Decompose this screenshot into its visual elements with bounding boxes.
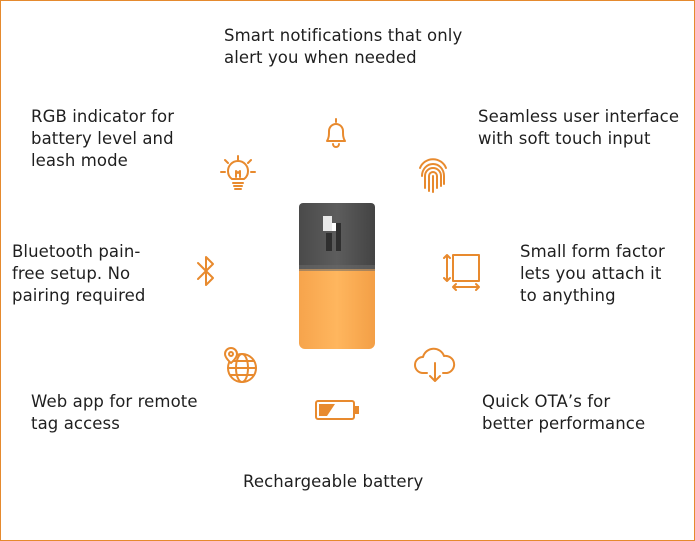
bluetooth-icon — [195, 254, 217, 288]
globe-location-icon — [222, 347, 260, 385]
feature-ota: Quick OTA’s for better performance — [482, 392, 646, 433]
battery-icon — [315, 399, 361, 421]
cloud-download-icon — [413, 347, 457, 383]
feature-bluetooth: Bluetooth pain- free setup. No pairing r… — [12, 242, 146, 305]
feature-notifications: Smart notifications that only alert you … — [224, 26, 463, 67]
feature-web-app: Web app for remote tag access — [31, 392, 198, 433]
feature-rgb-indicator: RGB indicator for battery level and leas… — [31, 107, 175, 170]
tag-device-image — [299, 203, 375, 353]
lightbulb-icon — [220, 155, 256, 193]
fingerprint-icon — [417, 156, 449, 194]
feature-form-factor: Small form factor lets you attach it to … — [520, 242, 665, 305]
bell-icon — [319, 116, 353, 150]
resize-icon — [442, 252, 482, 292]
feature-ui: Seamless user interface with soft touch … — [478, 107, 680, 148]
feature-battery: Rechargeable battery — [243, 472, 424, 491]
